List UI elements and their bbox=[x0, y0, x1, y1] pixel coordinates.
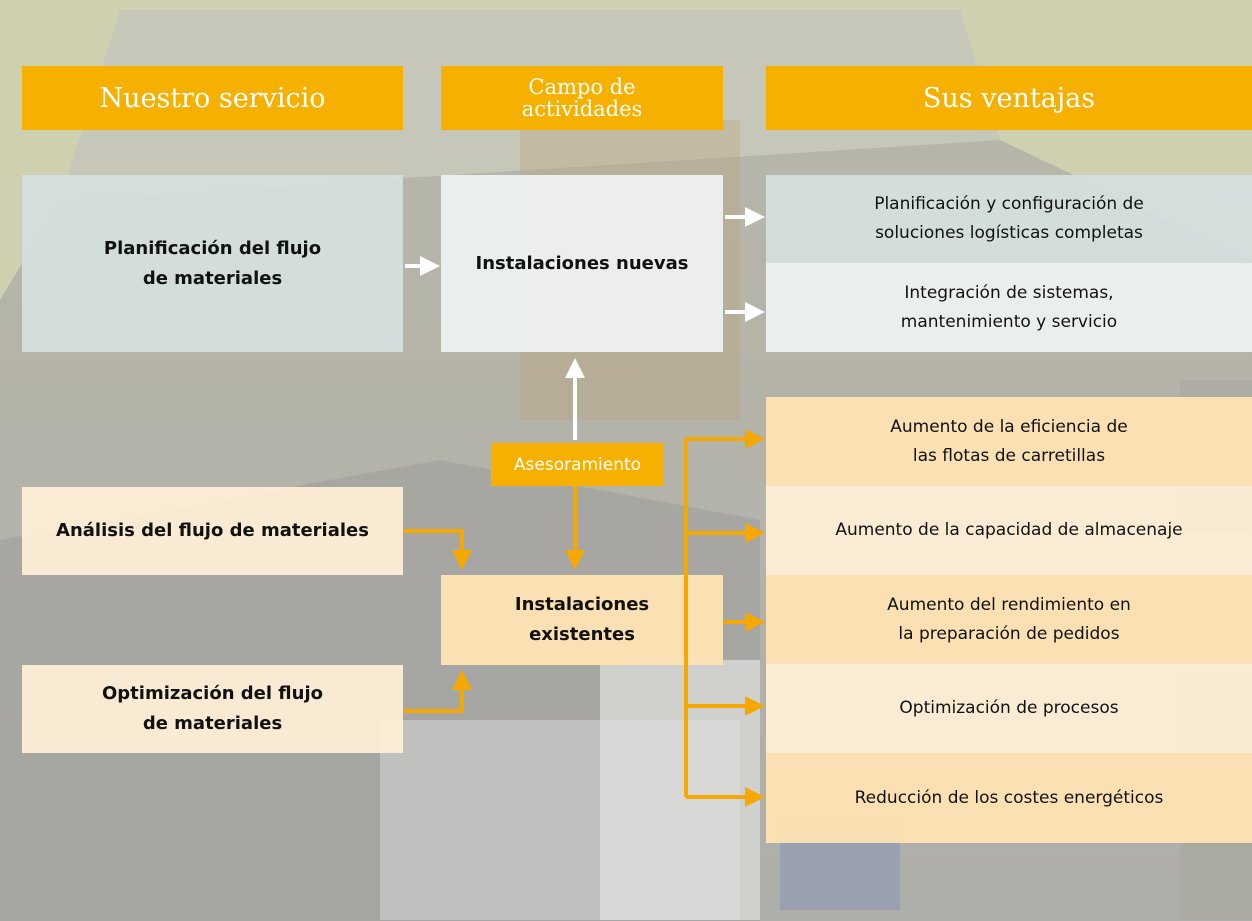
box-eficiencia-flotas: Aumento de la eficiencia de las flotas d… bbox=[766, 397, 1252, 486]
box-label: Instalaciones existentes bbox=[514, 594, 650, 645]
box-capacidad-almacenaje: Aumento de la capacidad de almacenaje bbox=[766, 486, 1252, 575]
header-label: Sus ventajas bbox=[922, 82, 1096, 114]
box-optimizacion-flujo: Optimización del flujo de materiales bbox=[22, 665, 403, 753]
box-label: Aumento del rendimiento en la preparació… bbox=[887, 594, 1131, 644]
box-analisis-flujo: Análisis del flujo de materiales bbox=[22, 487, 403, 575]
label-asesoramiento-text: Asesoramiento bbox=[513, 454, 642, 475]
header-campo-actividades: Campo de actividades bbox=[441, 66, 723, 130]
box-instalaciones-nuevas: Instalaciones nuevas bbox=[441, 175, 723, 352]
header-label: Campo de actividades bbox=[521, 75, 643, 121]
arrow-optimization-to-existing bbox=[403, 670, 472, 713]
box-label: Optimización de procesos bbox=[899, 698, 1119, 718]
box-label: Planificación y configuración de solucio… bbox=[874, 194, 1144, 243]
box-planificacion-configuracion: Planificación y configuración de solucio… bbox=[766, 175, 1252, 263]
header-nuestro-servicio: Nuestro servicio bbox=[22, 66, 403, 130]
box-planificacion-flujo: Planificación del flujo de materiales bbox=[22, 175, 403, 352]
box-label: Integración de sistemas, mantenimiento y… bbox=[900, 282, 1118, 332]
header-sus-ventajas: Sus ventajas bbox=[766, 66, 1252, 130]
arrow-analysis-to-existing bbox=[403, 529, 472, 570]
box-optimizacion-procesos: Optimización de procesos bbox=[766, 664, 1252, 753]
box-costes-energeticos: Reducción de los costes energéticos bbox=[766, 753, 1252, 843]
box-label: Instalaciones nuevas bbox=[475, 252, 689, 274]
box-label: Planificación del flujo de materiales bbox=[103, 237, 322, 289]
box-rendimiento-pedidos: Aumento del rendimiento en la preparació… bbox=[766, 575, 1252, 664]
box-label: Optimización del flujo de materiales bbox=[101, 683, 324, 734]
box-label: Análisis del flujo de materiales bbox=[56, 520, 369, 541]
box-instalaciones-existentes: Instalaciones existentes bbox=[441, 575, 723, 665]
box-integracion-sistemas: Integración de sistemas, mantenimiento y… bbox=[766, 263, 1252, 352]
box-label: Aumento de la eficiencia de las flotas d… bbox=[890, 416, 1128, 466]
box-label: Reducción de los costes energéticos bbox=[854, 787, 1164, 808]
box-label: Aumento de la capacidad de almacenaje bbox=[835, 520, 1183, 540]
header-label: Nuestro servicio bbox=[99, 82, 326, 114]
label-asesoramiento: Asesoramiento bbox=[491, 443, 664, 486]
